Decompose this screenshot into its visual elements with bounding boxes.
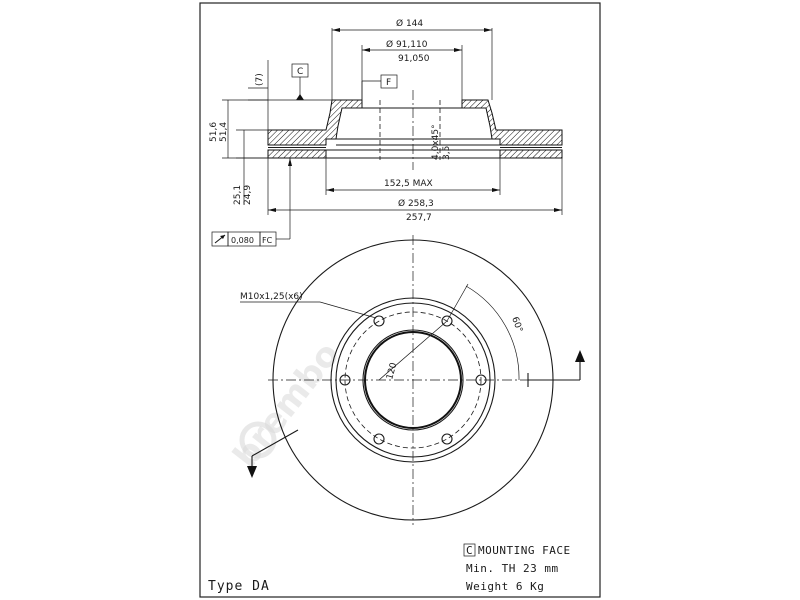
bolt-hole	[339, 374, 351, 386]
bolt-hole	[373, 433, 385, 445]
bolt-hole	[441, 315, 453, 327]
min-thickness: Min. TH 23 mm	[466, 562, 559, 575]
watermark-logo-icon	[239, 421, 277, 459]
angle-arc	[465, 285, 520, 381]
dim-inner-max: 152,5 MAX	[384, 179, 433, 189]
weight: Weight 6 Kg	[466, 580, 544, 593]
dim-thickness-max: 25,1	[233, 185, 243, 205]
dim-bore-max: Ø 91,110	[386, 39, 428, 50]
dim-disc-min: 257,7	[406, 213, 432, 223]
dim-arrow	[326, 188, 334, 192]
thread-leader	[319, 301, 377, 319]
bolt-holes	[339, 315, 487, 445]
section-arrow-right	[527, 350, 585, 387]
bolt-hole	[441, 433, 453, 445]
notes-block: C MOUNTING FACE Min. TH 23 mm Weight 6 K…	[208, 543, 571, 594]
dim-arrow	[362, 48, 370, 52]
drawing-frame	[199, 2, 601, 598]
dim-arrow	[554, 208, 562, 212]
bolt-hole	[475, 374, 487, 386]
runout-arrow-head	[220, 235, 225, 239]
section-arrow-left	[247, 429, 299, 478]
datum-f-box	[380, 74, 398, 89]
dim-arrow	[492, 188, 500, 192]
watermark-text: brembo	[226, 335, 348, 476]
dim-bore-min: 91,050	[398, 54, 430, 64]
mounting-marker-box	[463, 543, 476, 557]
mounting-face-label: MOUNTING FACE	[478, 544, 571, 557]
pcd-leader	[378, 320, 448, 381]
section-rim-left	[267, 149, 327, 159]
watermark: brembo	[226, 335, 348, 476]
dim-chamfer-a: 4,0x45°	[431, 124, 441, 160]
pcd-label: 120	[385, 361, 399, 380]
angle-leader	[446, 283, 469, 322]
angle-label: 60°	[509, 316, 524, 334]
datum-triangle	[296, 94, 304, 100]
tolerance-value: 0,080	[231, 236, 254, 245]
dim-arrow	[454, 48, 462, 52]
thread-spec: M10x1,25(x6)	[240, 292, 303, 302]
dim-arrow	[332, 28, 340, 32]
dim-offset: (7)	[255, 73, 265, 86]
dim-chamfer-b: 3,5	[442, 146, 452, 160]
dim-height-max: 51,6	[209, 122, 219, 142]
dim-outer-diameter: Ø 144	[396, 18, 423, 29]
section-rim-right	[499, 149, 563, 159]
tolerance-ref: FC	[262, 236, 273, 245]
dim-thickness-min: 24,9	[243, 185, 253, 205]
section-hat-left	[267, 99, 363, 146]
tolerance-arrow	[288, 158, 292, 166]
dim-arrow	[268, 208, 276, 212]
dim-height-min: 51,4	[219, 122, 229, 142]
datum-f-label: F	[386, 78, 391, 88]
mounting-marker: C	[466, 544, 473, 557]
runout-tolerance-frame: 0,080 FC	[211, 158, 292, 247]
dim-disc-max: Ø 258,3	[398, 198, 434, 209]
disc-type: Type DA	[208, 579, 270, 594]
front-view: M10x1,25(x6) 60° 120	[240, 235, 585, 525]
profile-view: Ø 144 Ø 91,110 91,050 F C (7) 51,6 51,4	[209, 18, 563, 247]
bolt-hole	[373, 315, 385, 327]
dim-arrow	[484, 28, 492, 32]
datum-c-label: C	[297, 67, 303, 77]
section-hat-right	[461, 99, 563, 146]
